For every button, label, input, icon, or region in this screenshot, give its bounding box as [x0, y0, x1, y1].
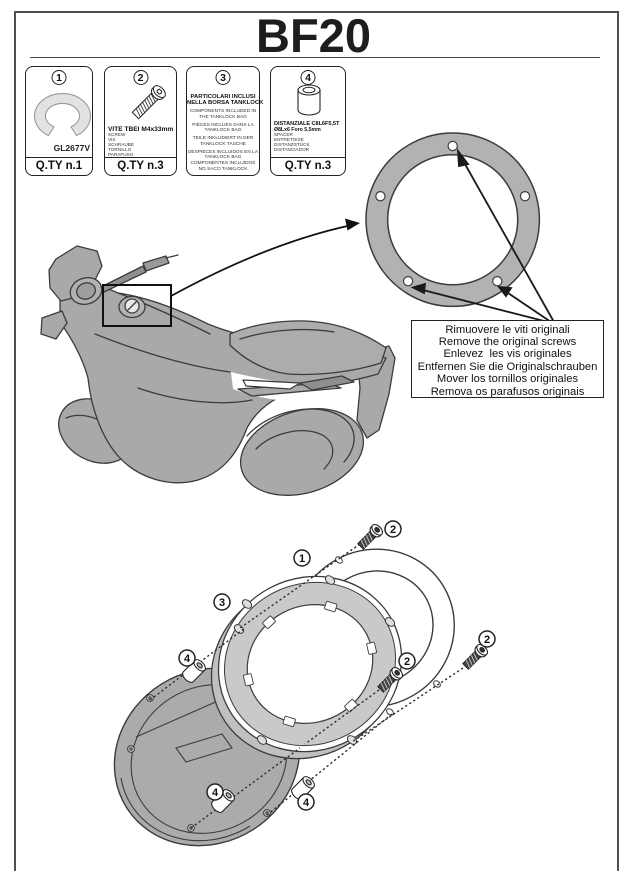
- svg-text:4: 4: [184, 653, 191, 665]
- svg-text:4: 4: [303, 797, 310, 809]
- svg-text:2: 2: [404, 656, 410, 668]
- svg-text:3: 3: [219, 597, 225, 609]
- svg-text:1: 1: [299, 553, 305, 565]
- svg-text:2: 2: [484, 634, 490, 646]
- svg-text:4: 4: [212, 787, 219, 799]
- svg-text:2: 2: [390, 524, 396, 536]
